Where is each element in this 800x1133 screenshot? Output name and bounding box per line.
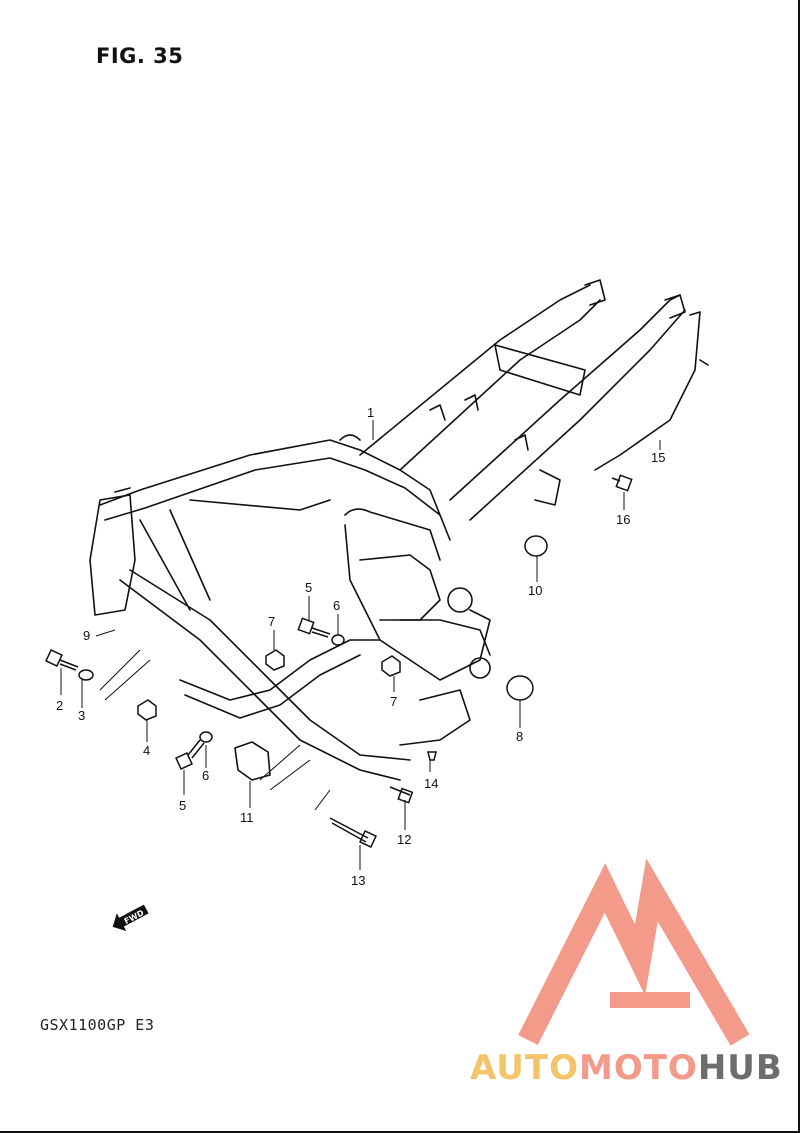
- watermark-brand: AUTOMOTOHUB: [470, 1048, 783, 1088]
- callout-14: 14: [424, 776, 438, 791]
- brand-part-auto: AUTO: [470, 1048, 579, 1088]
- figure-title: FIG. 35: [96, 44, 184, 68]
- callout-13: 13: [351, 873, 365, 888]
- callout-9: 9: [83, 628, 90, 643]
- callout-15: 15: [651, 450, 665, 465]
- callout-7-right: 7: [390, 694, 397, 709]
- brand-part-hub: HUB: [697, 1048, 783, 1088]
- callout-5-upper: 5: [305, 580, 312, 595]
- callout-3: 3: [78, 708, 85, 723]
- callout-11: 11: [240, 810, 254, 825]
- callout-6: 6: [202, 768, 209, 783]
- fwd-arrow-icon: FWD: [112, 904, 149, 931]
- leader-lines: [60, 420, 661, 870]
- model-code: GSX1100GP E3: [40, 1016, 155, 1034]
- callout-6-upper: 6: [333, 598, 340, 613]
- callout-10: 10: [528, 583, 542, 598]
- callout-8: 8: [516, 729, 523, 744]
- callout-labels: 1 2 3 4 5 6 7 8 9 10 11 12 13 14 15 16 5…: [56, 405, 665, 888]
- callout-7: 7: [268, 614, 275, 629]
- brand-part-moto: MOTO: [578, 1048, 698, 1088]
- callout-2: 2: [56, 698, 63, 713]
- frame-linework: [89, 279, 709, 781]
- callout-5: 5: [179, 798, 186, 813]
- callout-4: 4: [143, 743, 150, 758]
- callout-1: 1: [367, 405, 374, 420]
- callout-16: 16: [616, 512, 630, 527]
- callout-12: 12: [397, 832, 411, 847]
- automotohub-logo-icon: [518, 858, 750, 1046]
- hardware-linework: [45, 474, 633, 848]
